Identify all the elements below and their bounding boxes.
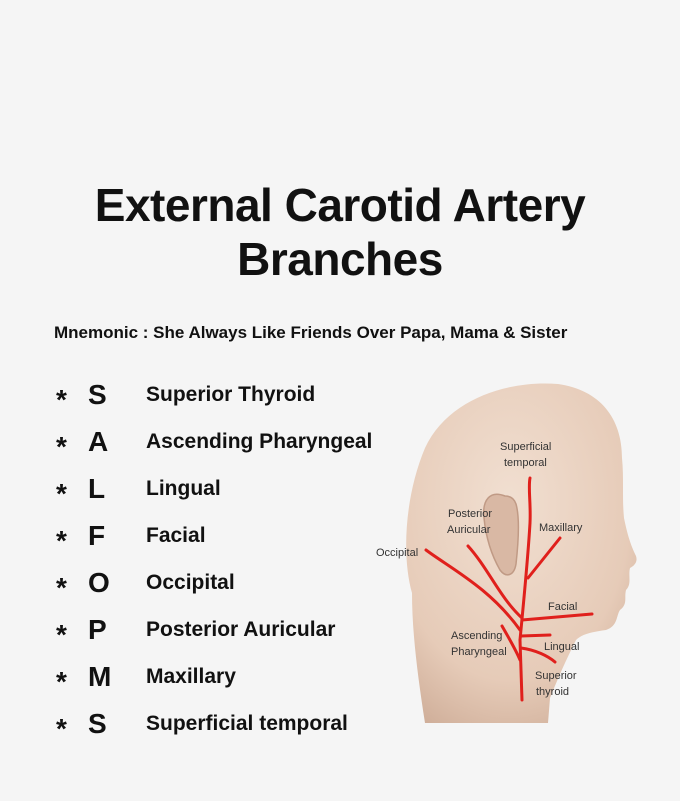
label-superficial-temporal-1: Superficial: [500, 441, 551, 453]
list-item: * S Superficial temporal: [56, 700, 372, 747]
mnemonic-letter: O: [88, 566, 110, 598]
title-line-2: Branches: [237, 233, 443, 285]
superior-thyroid-line: [519, 646, 557, 664]
list-item: * M Maxillary: [56, 653, 372, 700]
bullet-star: *: [56, 618, 67, 650]
artery-tree: [424, 476, 594, 702]
branch-name: Superior Thyroid: [146, 382, 316, 406]
label-superficial-temporal-2: temporal: [504, 457, 547, 469]
bullet-star: *: [56, 430, 67, 462]
facial-line: [520, 612, 594, 622]
mnemonic-letter: M: [88, 660, 112, 692]
branch-name: Superficial temporal: [146, 711, 348, 735]
branch-name: Posterior Auricular: [146, 617, 336, 641]
mnemonic-letter: F: [88, 519, 106, 551]
mnemonic-text: Mnemonic : She Always Like Friends Over …: [54, 323, 568, 342]
page-title: External Carotid Artery Branches: [0, 178, 680, 286]
occipital-line: [424, 548, 522, 632]
list-item: * S Superior Thyroid: [56, 371, 372, 418]
mnemonic-letter: S: [88, 378, 107, 410]
mnemonic-letter: L: [88, 472, 106, 504]
list-item: * A Ascending Pharyngeal: [56, 418, 372, 465]
bullet-star: *: [56, 712, 67, 744]
head-silhouette: [406, 383, 637, 723]
mnemonic-letter: P: [88, 613, 107, 645]
list-item: * L Lingual: [56, 465, 372, 512]
mnemonic-letter: S: [88, 707, 107, 739]
branch-name: Facial: [146, 523, 206, 547]
label-superior-thyroid-2: thyroid: [536, 686, 569, 698]
mnemonic-letter: A: [88, 425, 109, 457]
bullet-star: *: [56, 665, 67, 697]
title-line-1: External Carotid Artery: [94, 179, 586, 231]
superficial-temporal-line: [518, 476, 532, 642]
label-superior-thyroid-1: Superior: [535, 670, 577, 682]
list-item: * P Posterior Auricular: [56, 606, 372, 653]
label-posterior-auricular-2: Auricular: [447, 524, 491, 536]
label-lingual: Lingual: [544, 641, 579, 653]
ascending-pharyngeal-line: [500, 624, 522, 662]
label-facial: Facial: [548, 601, 577, 613]
branch-name: Maxillary: [146, 664, 236, 688]
label-maxillary: Maxillary: [539, 522, 583, 534]
list-item: * F Facial: [56, 512, 372, 559]
bullet-star: *: [56, 477, 67, 509]
lingual-line: [519, 633, 552, 638]
branch-name: Occipital: [146, 570, 235, 594]
head-artery-diagram: Superficial temporal Posterior Auricular…: [376, 383, 637, 723]
list-item: * O Occipital: [56, 559, 372, 606]
label-occipital: Occipital: [376, 547, 418, 559]
branch-name: Ascending Pharyngeal: [146, 429, 373, 453]
bullet-star: *: [56, 524, 67, 556]
bullet-star: *: [56, 383, 67, 415]
posterior-auricular-line: [466, 544, 524, 620]
label-ascending-pharyngeal-1: Ascending: [451, 630, 502, 642]
branch-name: Lingual: [146, 476, 221, 500]
bullet-star: *: [56, 571, 67, 603]
label-posterior-auricular-1: Posterior: [448, 508, 492, 520]
label-ascending-pharyngeal-2: Pharyngeal: [451, 646, 507, 658]
common-carotid-line: [518, 638, 524, 702]
maxillary-line: [526, 536, 562, 580]
ear-shape: [482, 493, 520, 576]
branch-list: * S Superior Thyroid * A Ascending Phary…: [56, 371, 372, 747]
